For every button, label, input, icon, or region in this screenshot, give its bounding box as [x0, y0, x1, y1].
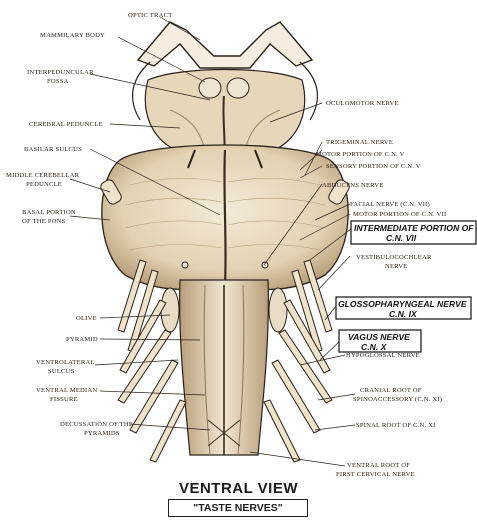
mammilary-body-left	[199, 78, 221, 98]
label-motor-cn-v: MOTOR PORTION OF C.N. V	[316, 151, 405, 158]
label-decussation-1: DECUSSATION OF THE	[60, 421, 133, 428]
label-vagus-1: VAGUS NERVE	[348, 332, 410, 342]
label-ventral-root-2: FIRST CERVICAL NERVE	[336, 471, 415, 478]
label-ventrolateral-1: VENTROLATERAL	[36, 359, 95, 366]
label-basilar-sulcus: BASILAR SULCUS	[24, 146, 82, 153]
label-sensory-cn-v: SENSORY PORTION OF C.N. V	[326, 163, 421, 170]
label-intermediate-1: INTERMEDIATE PORTION OF	[354, 223, 474, 233]
label-ventral-median-1: VENTRAL MEDIAN	[36, 387, 97, 394]
label-basal-portion-1: BASAL PORTION	[22, 209, 76, 216]
diagram-subtitle: "TASTE NERVES"	[168, 499, 308, 517]
label-ventral-median-2: FISSURE	[50, 396, 78, 403]
mammilary-body-right	[227, 78, 249, 98]
diagram-title: VENTRAL VIEW	[0, 480, 477, 497]
label-basal-portion-2: OF THE PONS	[22, 218, 66, 225]
label-vagus-2: C.N. X	[361, 342, 388, 352]
label-pyramid: PYRAMID	[66, 336, 98, 343]
label-spinal-root: SPINAL ROOT OF C.N. XI	[356, 422, 436, 429]
label-olive: OLIVE	[76, 315, 97, 322]
label-middle-cerebellar-2: PEDUNCLE	[26, 181, 62, 188]
label-mammilary-body: MAMMILARY BODY	[40, 32, 105, 39]
label-ventrolateral-2: SULCUS	[48, 368, 75, 375]
label-decussation-2: PYRAMIDS	[84, 430, 120, 437]
anatomy-drawing	[99, 22, 351, 462]
basilar-sulcus	[224, 150, 225, 285]
label-middle-cerebellar-1: MIDDLE CEREBELLAR	[6, 172, 80, 179]
label-vestibulo-2: NERVE	[385, 263, 407, 270]
label-cranial-root-1: CRANIAL ROOT OF	[360, 387, 422, 394]
label-glosso-2: C.N. IX	[389, 309, 418, 319]
label-motor-cn-vii: MOTOR PORTION OF C.N. VII	[353, 211, 446, 218]
label-abducens: ABDUCENS NERVE	[322, 182, 383, 189]
label-hypoglossal: HYPOGLOSSAL NERVE	[346, 352, 420, 359]
label-facial: FACIAL NERVE (C.N. VII)	[350, 201, 430, 208]
boxed-labels: INTERMEDIATE PORTION OF C.N. VII GLOSSOP…	[336, 221, 476, 352]
label-interpeduncular-1: INTERPEDUNCULAR	[27, 69, 94, 76]
label-optic-tract: OPTIC TRACT	[128, 12, 172, 19]
right-labels: OCULOMOTOR NERVE TRIGEMINAL NERVE MOTOR …	[316, 100, 446, 478]
label-interpeduncular-2: FOSSA	[47, 78, 69, 85]
label-cranial-root-2: SPINOACCESSORY (C.N. XI)	[353, 396, 442, 403]
label-ventral-root-1: VENTRAL ROOT OF	[347, 462, 410, 469]
label-glosso-1: GLOSSOPHARYNGEAL NERVE	[338, 299, 467, 309]
label-trigeminal: TRIGEMINAL NERVE	[326, 139, 393, 146]
label-cerebral-peduncle: CEREBRAL PEDUNCLE	[29, 121, 103, 128]
label-intermediate-2: C.N. VII	[386, 233, 417, 243]
label-oculomotor: OCULOMOTOR NERVE	[326, 100, 399, 107]
label-vestibulo-1: VESTIBULOCOCHLEAR	[356, 254, 432, 261]
